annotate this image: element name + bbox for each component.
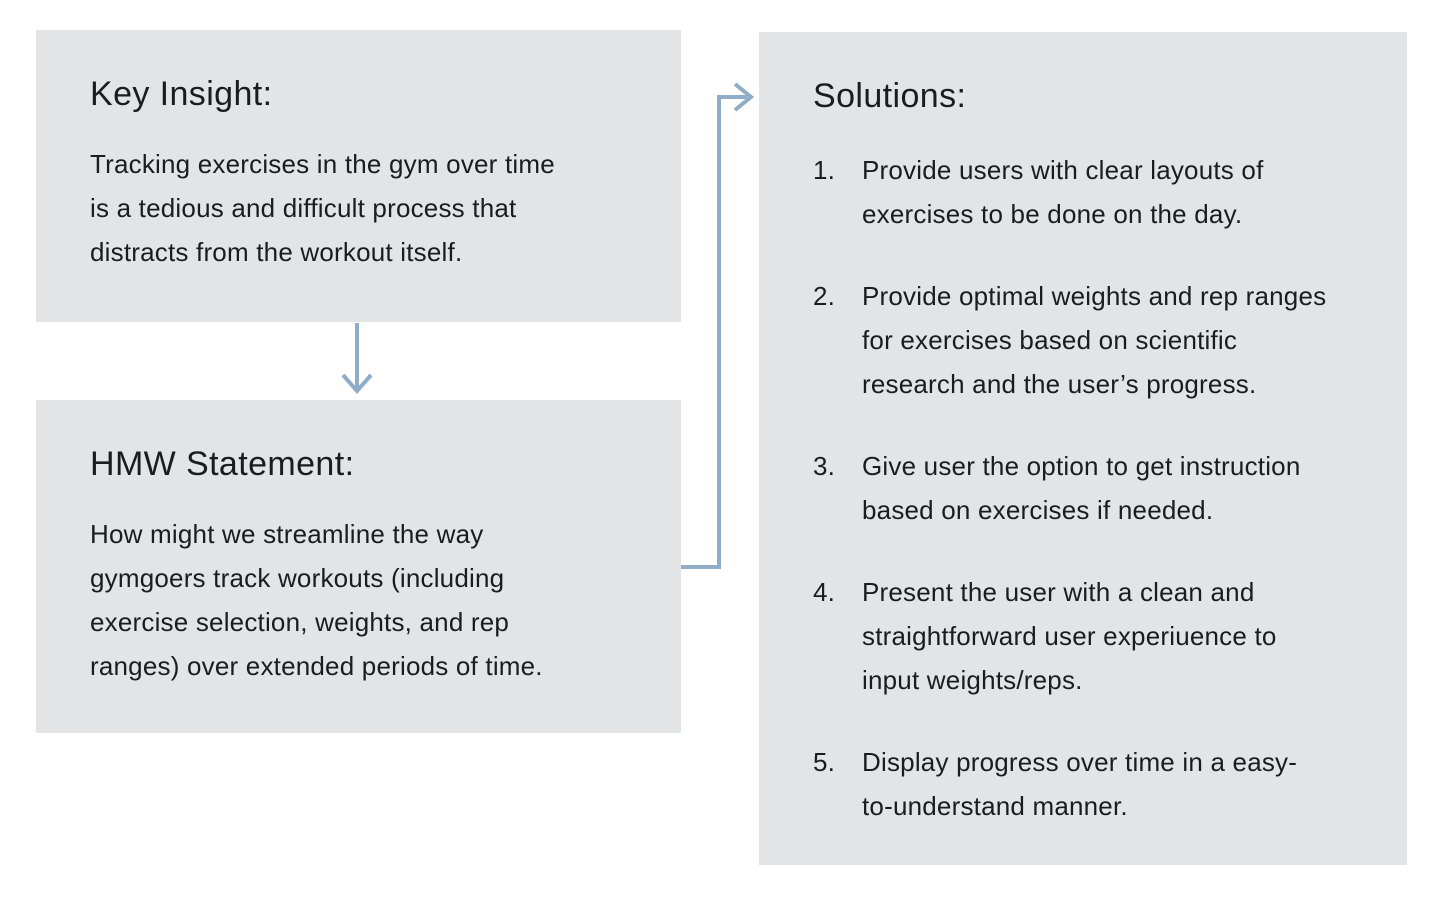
solution-text: Display progress over time in a easy-to-…: [862, 747, 1298, 821]
arrow-hmw-to-solutions: [681, 82, 755, 569]
solutions-box: Solutions: 1. Provide users with clear l…: [759, 32, 1407, 865]
solution-number: 2.: [813, 281, 836, 311]
solution-number: 4.: [813, 577, 836, 607]
key-insight-body: Tracking exercises in the gym over time …: [90, 149, 555, 267]
solution-item-2: 2. Provide optimal weights and rep range…: [813, 274, 1371, 406]
solutions-title: Solutions:: [813, 77, 967, 115]
solution-item-5: 5. Display progress over time in a easy-…: [813, 740, 1371, 828]
hmw-statement-title: HMW Statement:: [90, 445, 355, 483]
solution-text: Present the user with a clean and straig…: [862, 577, 1277, 695]
hmw-statement-body: How might we streamline the way gymgoers…: [90, 519, 543, 681]
hmw-statement-box: HMW Statement: How might we streamline t…: [36, 400, 681, 733]
solution-number: 5.: [813, 747, 836, 777]
solution-text: Provide users with clear layouts of exer…: [862, 155, 1264, 229]
solution-item-4: 4. Present the user with a clean and str…: [813, 570, 1371, 702]
solutions-list: 1. Provide users with clear layouts of e…: [813, 148, 1371, 828]
arrow-key-insight-to-hmw: [341, 323, 373, 395]
key-insight-box: Key Insight: Tracking exercises in the g…: [36, 30, 681, 322]
solution-number: 1.: [813, 155, 836, 185]
solution-item-3: 3. Give user the option to get instructi…: [813, 444, 1371, 532]
solution-text: Give user the option to get instruction …: [862, 451, 1301, 525]
key-insight-title: Key Insight:: [90, 75, 273, 113]
solution-item-1: 1. Provide users with clear layouts of e…: [813, 148, 1371, 236]
solution-number: 3.: [813, 451, 836, 481]
solution-text: Provide optimal weights and rep ranges f…: [862, 281, 1327, 399]
